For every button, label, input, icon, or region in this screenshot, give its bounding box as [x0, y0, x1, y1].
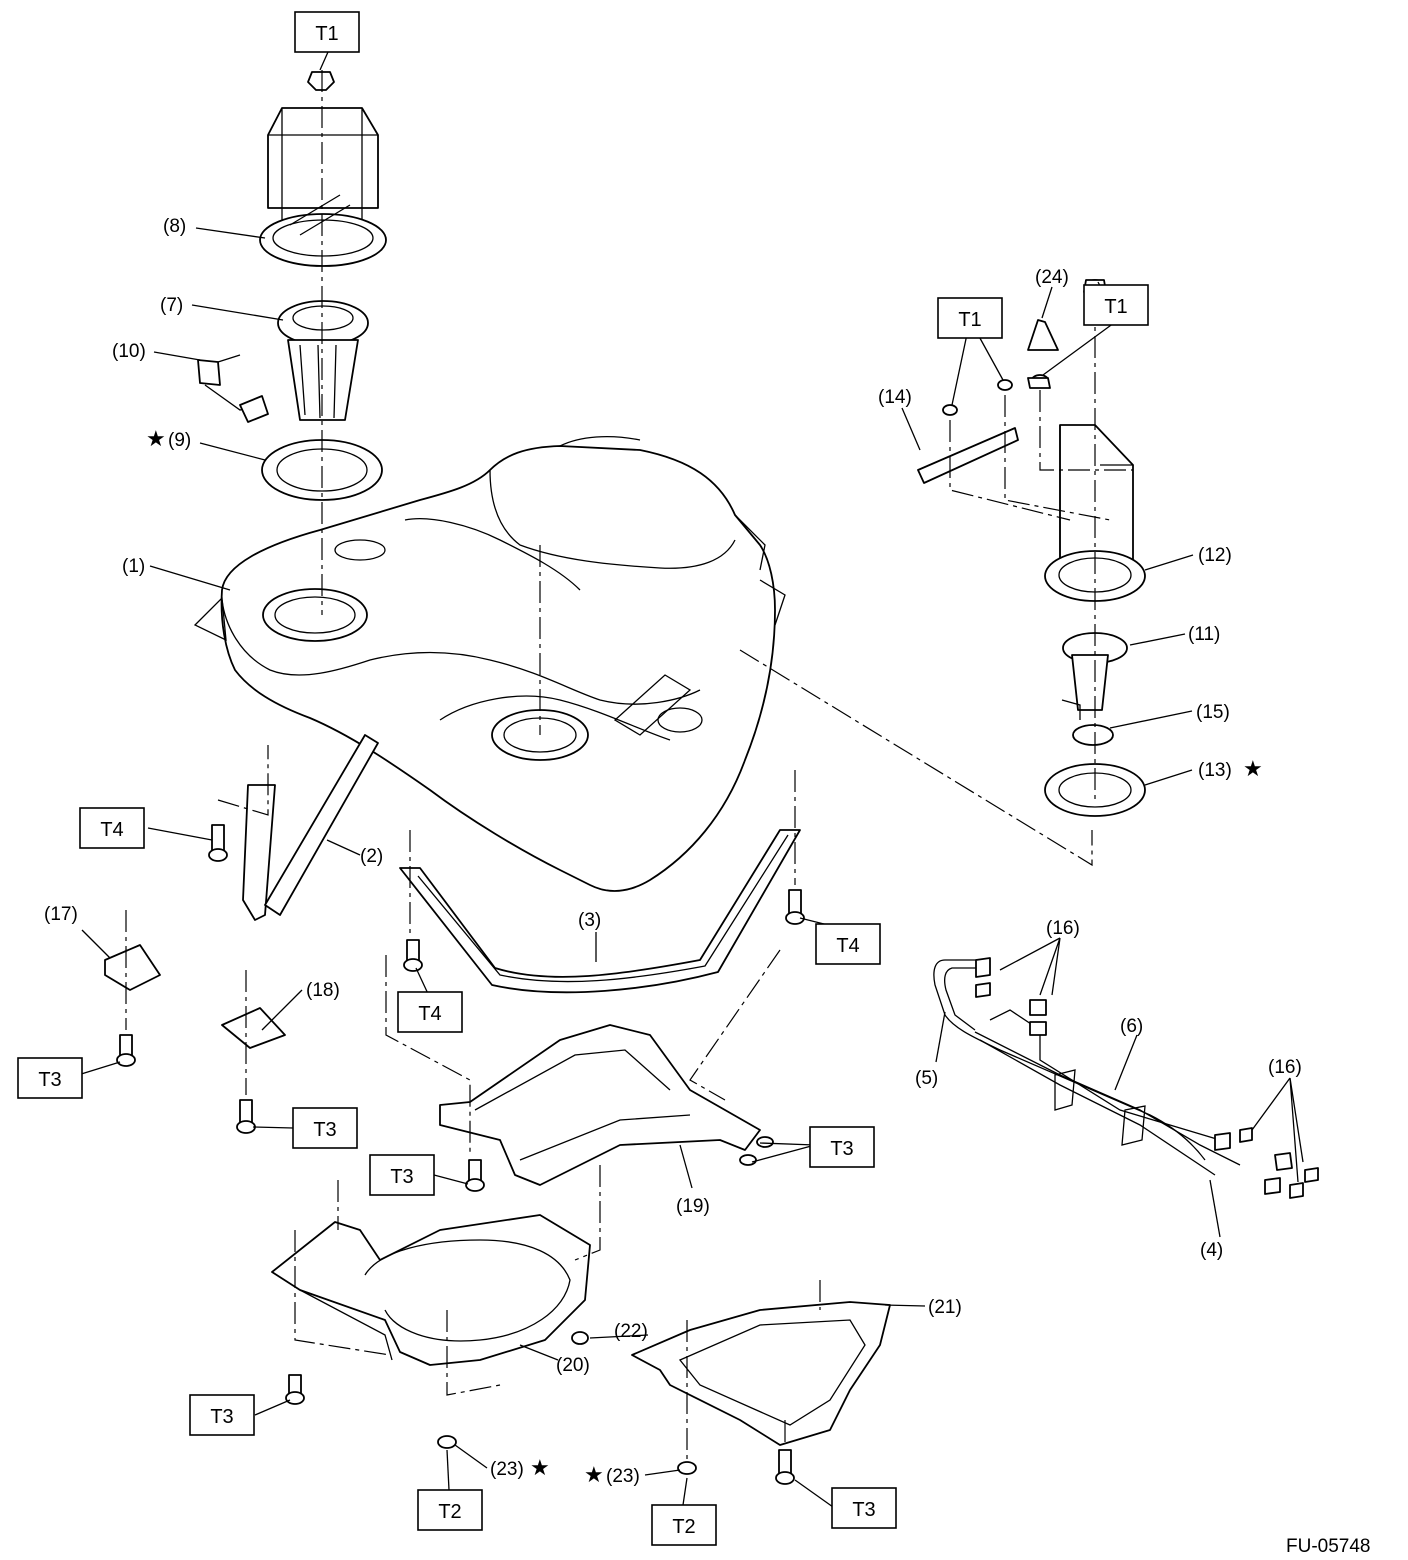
- main-pump-group: [197, 107, 387, 501]
- callout-22: (22): [614, 1321, 648, 1342]
- torque-label: T1: [958, 309, 981, 331]
- star-23-b: ★: [584, 1462, 604, 1487]
- torque-box: T1: [294, 11, 360, 53]
- callout-19: (19): [676, 1196, 710, 1217]
- star-23: ★: [530, 1455, 550, 1480]
- torque-label: T3: [852, 1499, 875, 1521]
- alignment-lines: [125, 70, 1133, 1460]
- callout-9: (9): [168, 430, 191, 451]
- callout-20: (20): [556, 1355, 590, 1376]
- callout-23: (23): [490, 1459, 524, 1480]
- torque-label: T4: [100, 819, 123, 841]
- torque-box: T3: [369, 1154, 435, 1196]
- star-9: ★: [146, 426, 166, 451]
- callout-18: (18): [306, 980, 340, 1001]
- torque-label: T3: [313, 1119, 336, 1141]
- callout-1: (1): [122, 556, 145, 577]
- torque-box: T4: [397, 991, 463, 1033]
- torque-box: T4: [815, 923, 881, 965]
- torque-label: T4: [418, 1003, 441, 1025]
- torque-label: T1: [315, 23, 338, 45]
- torque-box: T3: [189, 1394, 255, 1436]
- torque-box: T3: [292, 1107, 358, 1149]
- brackets-17-18: [104, 944, 286, 1049]
- callout-21: (21): [928, 1297, 962, 1318]
- callout-14: (14): [878, 387, 912, 408]
- torque-box: T3: [17, 1057, 83, 1099]
- callout-8: (8): [163, 216, 186, 237]
- torque-box: T3: [809, 1126, 875, 1168]
- tank-bands: [242, 734, 801, 994]
- callout-6: (6): [1120, 1016, 1143, 1037]
- sub-pump-group: [917, 279, 1146, 817]
- callout-12: (12): [1198, 545, 1232, 566]
- callout-labels: (1) (2) (3) (4) (5) (6) (7) (8) ★ (9) (1…: [44, 216, 1302, 1487]
- callout-16-b: (16): [1268, 1057, 1302, 1078]
- callout-16: (16): [1046, 918, 1080, 939]
- torque-box: T2: [651, 1504, 717, 1546]
- callout-15: (15): [1196, 702, 1230, 723]
- callout-5: (5): [915, 1068, 938, 1089]
- torque-label: T4: [836, 935, 859, 957]
- torque-label: T2: [672, 1516, 695, 1538]
- fuel-tank: [193, 435, 786, 892]
- torque-boxes: T1 T1 T1 T2 T2 T3 T3 T3: [17, 11, 1149, 1546]
- callout-23-b: (23): [606, 1466, 640, 1487]
- star-13: ★: [1243, 756, 1263, 781]
- fasteners: [116, 71, 1107, 1485]
- callout-11: (11): [1188, 624, 1220, 645]
- torque-box: T4: [79, 807, 145, 849]
- callout-17: (17): [44, 904, 78, 925]
- fuel-pipes: [933, 957, 1319, 1199]
- callout-3: (3): [578, 910, 601, 931]
- callout-7: (7): [160, 295, 183, 316]
- torque-box: T2: [417, 1489, 483, 1531]
- torque-label: T3: [38, 1069, 61, 1091]
- torque-box: T3: [831, 1487, 897, 1529]
- torque-box: T1: [937, 297, 1003, 339]
- torque-label: T3: [210, 1406, 233, 1428]
- callout-2: (2): [360, 846, 383, 867]
- callout-4: (4): [1200, 1240, 1223, 1261]
- torque-label: T1: [1104, 296, 1127, 318]
- callout-13: (13): [1198, 760, 1232, 781]
- torque-box: T1: [1083, 284, 1149, 326]
- torque-label: T2: [438, 1501, 461, 1523]
- figure-id: FU-05748: [1286, 1536, 1371, 1557]
- torque-label: T3: [390, 1166, 413, 1188]
- protector: [439, 1024, 761, 1186]
- callout-10: (10): [112, 341, 146, 362]
- callout-24: (24): [1035, 267, 1069, 288]
- tank-covers: [271, 1214, 891, 1446]
- torque-label: T3: [830, 1138, 853, 1160]
